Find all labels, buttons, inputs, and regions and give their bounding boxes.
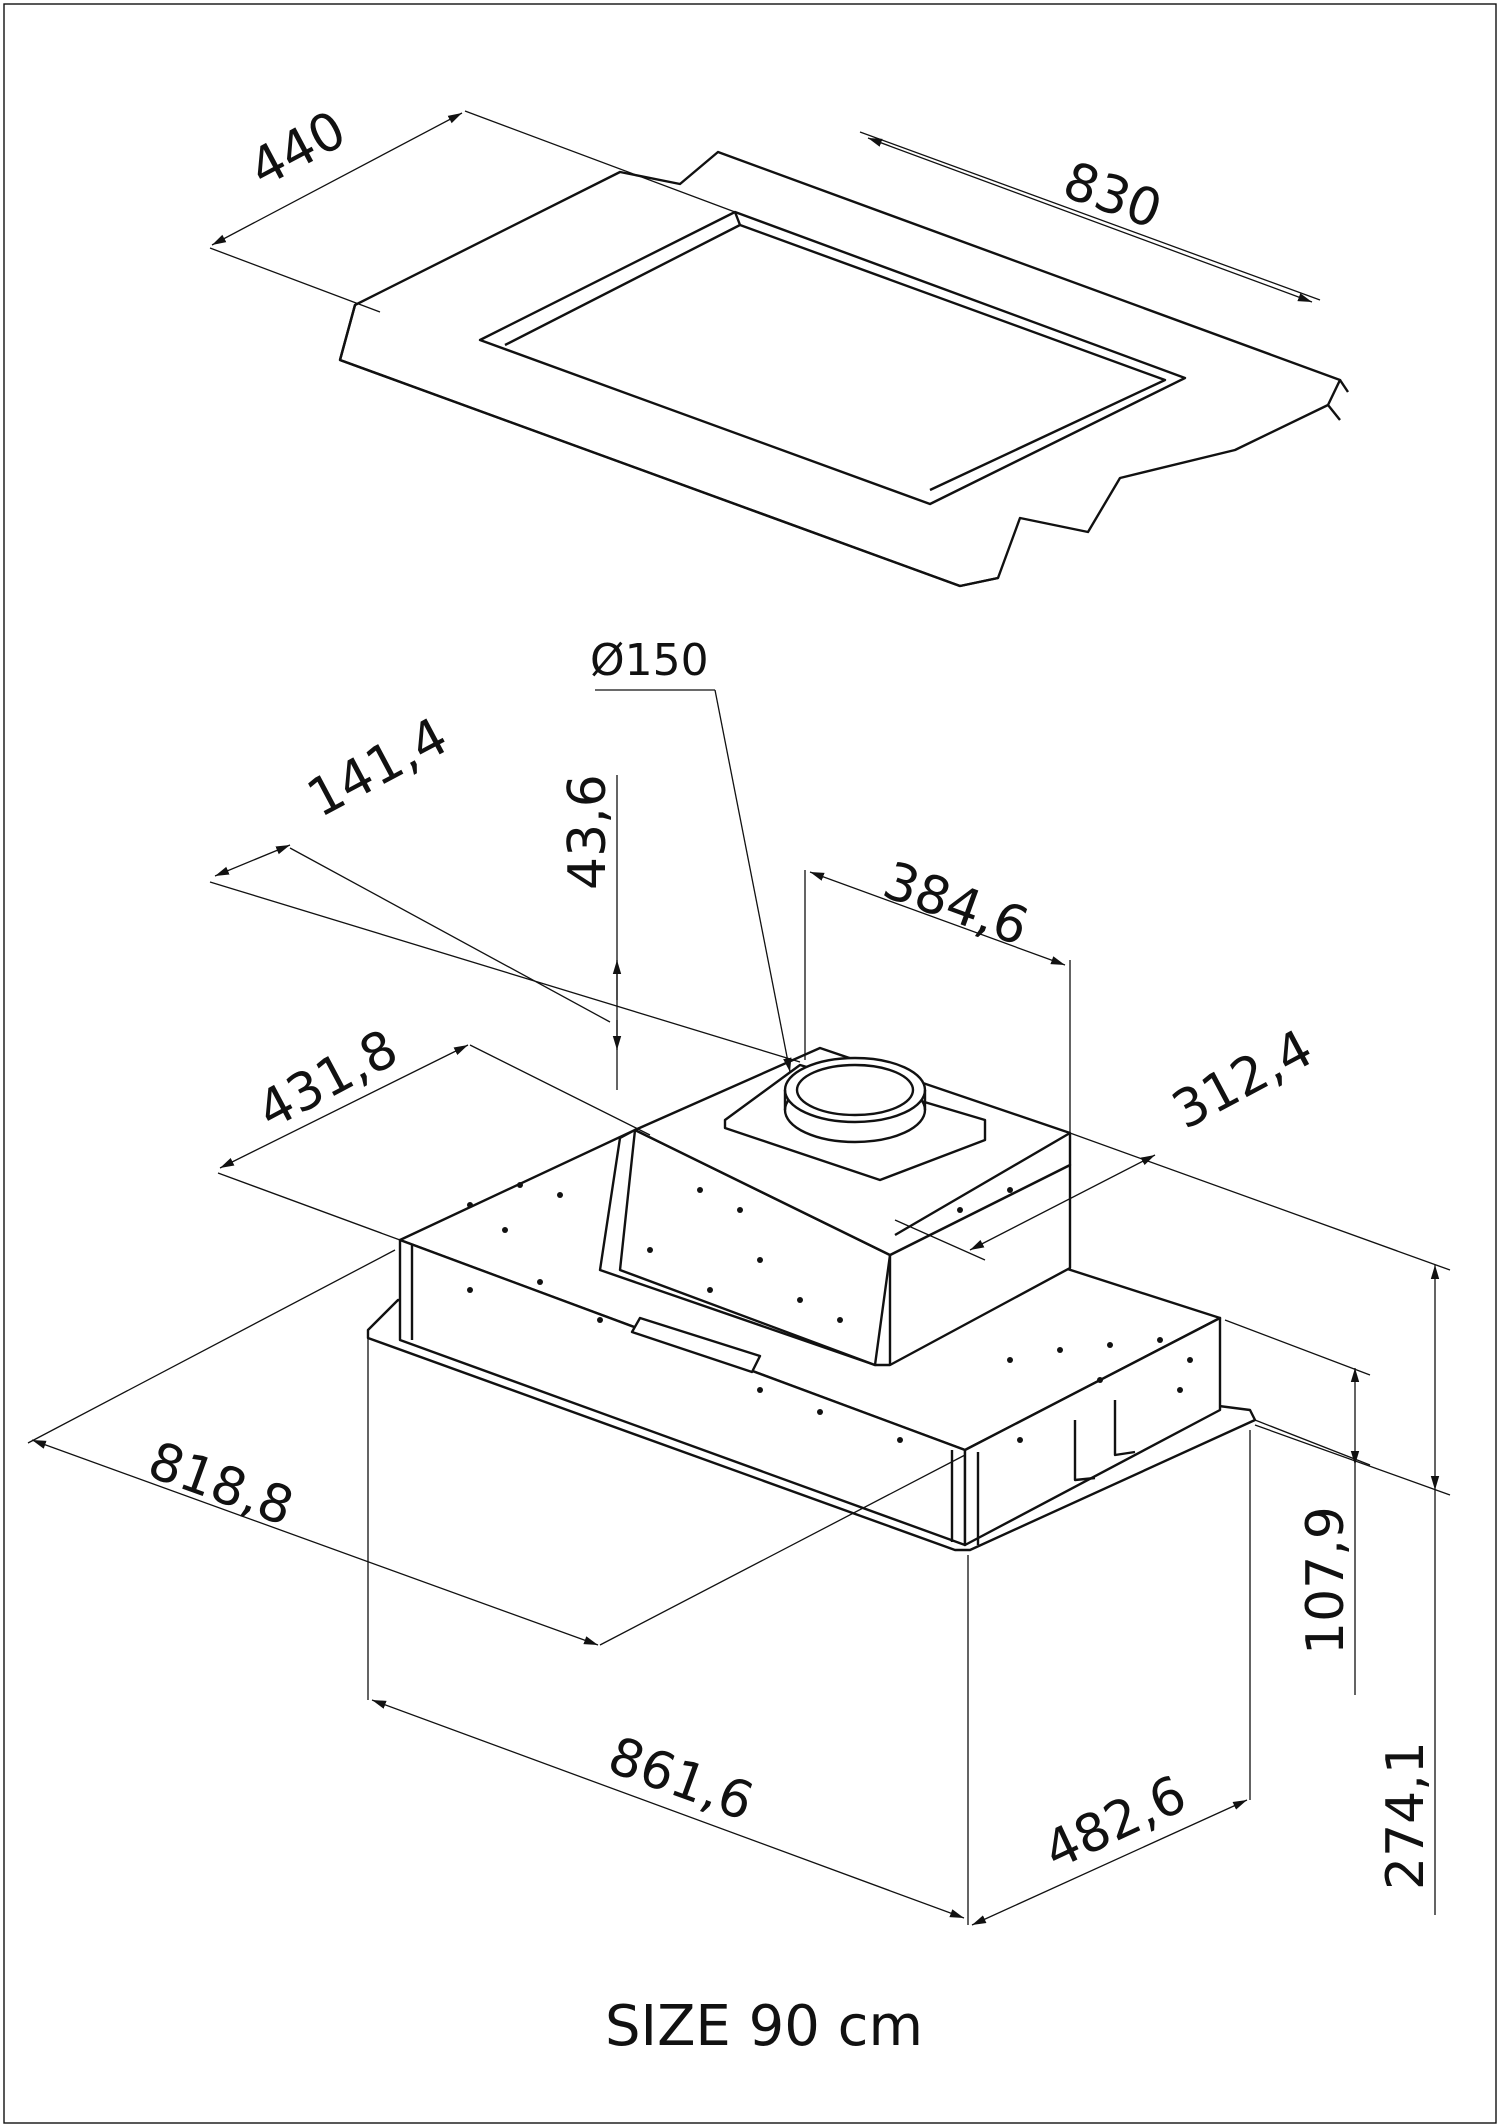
dim-motor-offset: 141,4: [298, 707, 458, 830]
dim-frame-depth: 440: [240, 100, 356, 200]
dim-duct-diameter: Ø150: [590, 635, 709, 686]
mounting-holes: [467, 1182, 1193, 1443]
dim-motor-depth: 431,8: [248, 1019, 408, 1142]
dim-motor-length: 312,4: [1163, 1019, 1323, 1142]
dim-motor-width: 384,6: [876, 851, 1036, 958]
dim-body-length: 818,8: [141, 1431, 301, 1538]
dim-frame-width: 830: [1056, 151, 1170, 241]
dim-flange-length: 861,6: [601, 1726, 761, 1833]
page-border: [3, 3, 1497, 2124]
dim-collar-height: 43,6: [558, 774, 618, 890]
dim-body-height: 107,9: [1296, 1506, 1356, 1655]
dim-flange-depth: 482,6: [1035, 1764, 1195, 1881]
dim-total-height: 274,1: [1376, 1741, 1436, 1890]
size-caption: SIZE 90 cm: [605, 1994, 923, 2059]
ceiling-frame: [338, 150, 1349, 588]
motor-housing: [598, 1046, 1072, 1367]
